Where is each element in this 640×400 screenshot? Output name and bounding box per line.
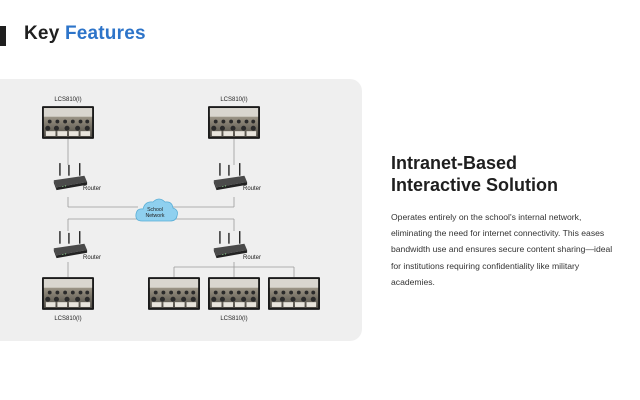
router-label-top-right: Router	[243, 186, 261, 192]
display-label-top-left: LCS810(I)	[54, 97, 81, 103]
school-network-cloud-icon	[135, 198, 178, 222]
page-title: Key Features	[24, 23, 146, 45]
interactive-display-bottom-left	[42, 277, 94, 310]
display-label-top-right: LCS810(I)	[220, 97, 247, 103]
router-label-top-left: Router	[83, 186, 101, 192]
router-label-bottom-left: Router	[83, 255, 101, 261]
network-diagram-card: LCS810(I) LCS810(I) Router Router School…	[0, 79, 362, 341]
interactive-display-top-right	[208, 106, 260, 139]
feature-heading-line2: Interactive Solution	[391, 175, 559, 195]
interactive-display-top-left	[42, 106, 94, 139]
page-title-highlight: Features	[64, 23, 146, 44]
title-accent-bar	[0, 26, 6, 46]
display-label-bottom-right: LCS810(I)	[220, 316, 247, 322]
interactive-display-bottom-2	[208, 277, 260, 310]
router-label-bottom-right: Router	[243, 255, 261, 261]
interactive-display-bottom-1	[148, 277, 200, 310]
network-links	[67, 139, 295, 277]
cloud-label-line1: School	[147, 207, 163, 213]
feature-description: Operates entirely on the school's intern…	[391, 212, 613, 287]
feature-heading-line1: Intranet-Based	[391, 153, 518, 173]
interactive-display-bottom-3	[268, 277, 320, 310]
network-diagram: LCS810(I) LCS810(I) Router Router School…	[42, 97, 320, 322]
cloud-label-line2: Network	[145, 213, 164, 219]
feature-heading: Intranet-Based Interactive Solution	[391, 152, 621, 196]
page-title-prefix: Key	[24, 23, 65, 44]
display-label-bottom-left: LCS810(I)	[54, 316, 81, 322]
